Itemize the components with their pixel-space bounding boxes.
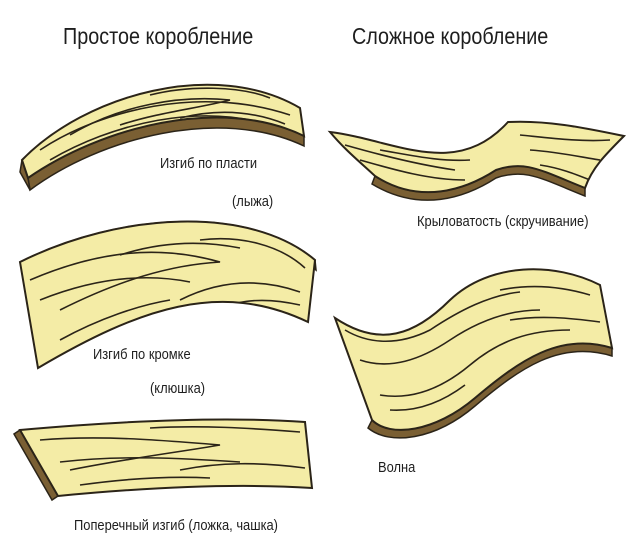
simple-warping-heading: Простое коробление xyxy=(63,23,253,50)
wave-label: Волна xyxy=(378,459,415,476)
complex-warping-heading: Сложное коробление xyxy=(352,23,548,50)
twist-board xyxy=(330,122,624,200)
twist-label: Крыловатость (скручивание) xyxy=(417,213,588,230)
cup-label: Поперечный изгиб (ложка, чашка) xyxy=(74,517,278,534)
bow-edge-label: Изгиб по кромке xyxy=(93,346,191,363)
cup-board xyxy=(14,420,312,500)
bow-face-nickname: (лыжа) xyxy=(232,193,273,210)
wave-board xyxy=(335,269,612,438)
ski-bow-board xyxy=(20,85,304,190)
bow-face-label: Изгиб по пласти xyxy=(160,155,257,172)
bow-edge-nickname: (клюшка) xyxy=(150,380,205,397)
